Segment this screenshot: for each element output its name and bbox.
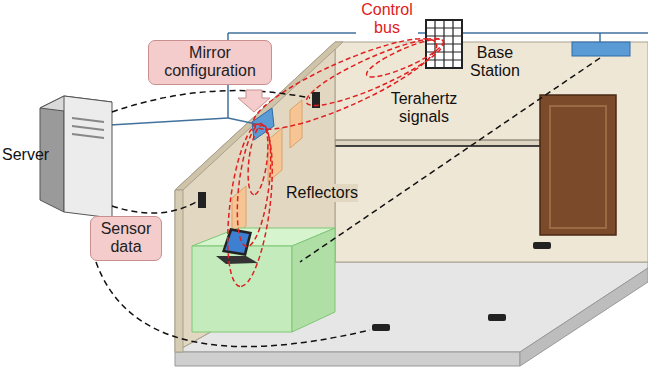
server-bay [72, 126, 104, 130]
access-device [572, 42, 630, 56]
sensor [488, 314, 506, 321]
sensor [198, 192, 206, 208]
wall-edge [335, 145, 540, 147]
desk [192, 246, 292, 332]
callout-box: Sensor data [90, 216, 162, 261]
floor-edge [520, 268, 648, 366]
text-label: Server [2, 146, 49, 164]
server [64, 96, 112, 218]
sensor [533, 242, 551, 249]
wall-front [175, 190, 183, 352]
laptop [216, 256, 258, 264]
callout-arrow [238, 90, 270, 112]
sensor [372, 324, 390, 331]
bus-wire [228, 118, 256, 124]
partition-wall [335, 140, 540, 146]
bus-wire [110, 118, 228, 125]
text-label: Control bus [356, 1, 418, 36]
box-text: Sensor data [99, 220, 153, 257]
callout-box: Mirror configuration [148, 40, 272, 85]
door-panel [550, 106, 606, 228]
text-label: Base Station [466, 44, 524, 79]
door [540, 95, 616, 235]
sensor-links [96, 58, 600, 347]
server-bay [72, 134, 104, 138]
text-label: Terahertz signals [384, 90, 464, 125]
laptop [222, 228, 252, 256]
floor-edge [175, 352, 520, 366]
desk [292, 228, 335, 332]
box-text: Mirror configuration [157, 44, 263, 81]
text-label: Reflectors [286, 184, 358, 202]
server-bay [72, 118, 104, 122]
